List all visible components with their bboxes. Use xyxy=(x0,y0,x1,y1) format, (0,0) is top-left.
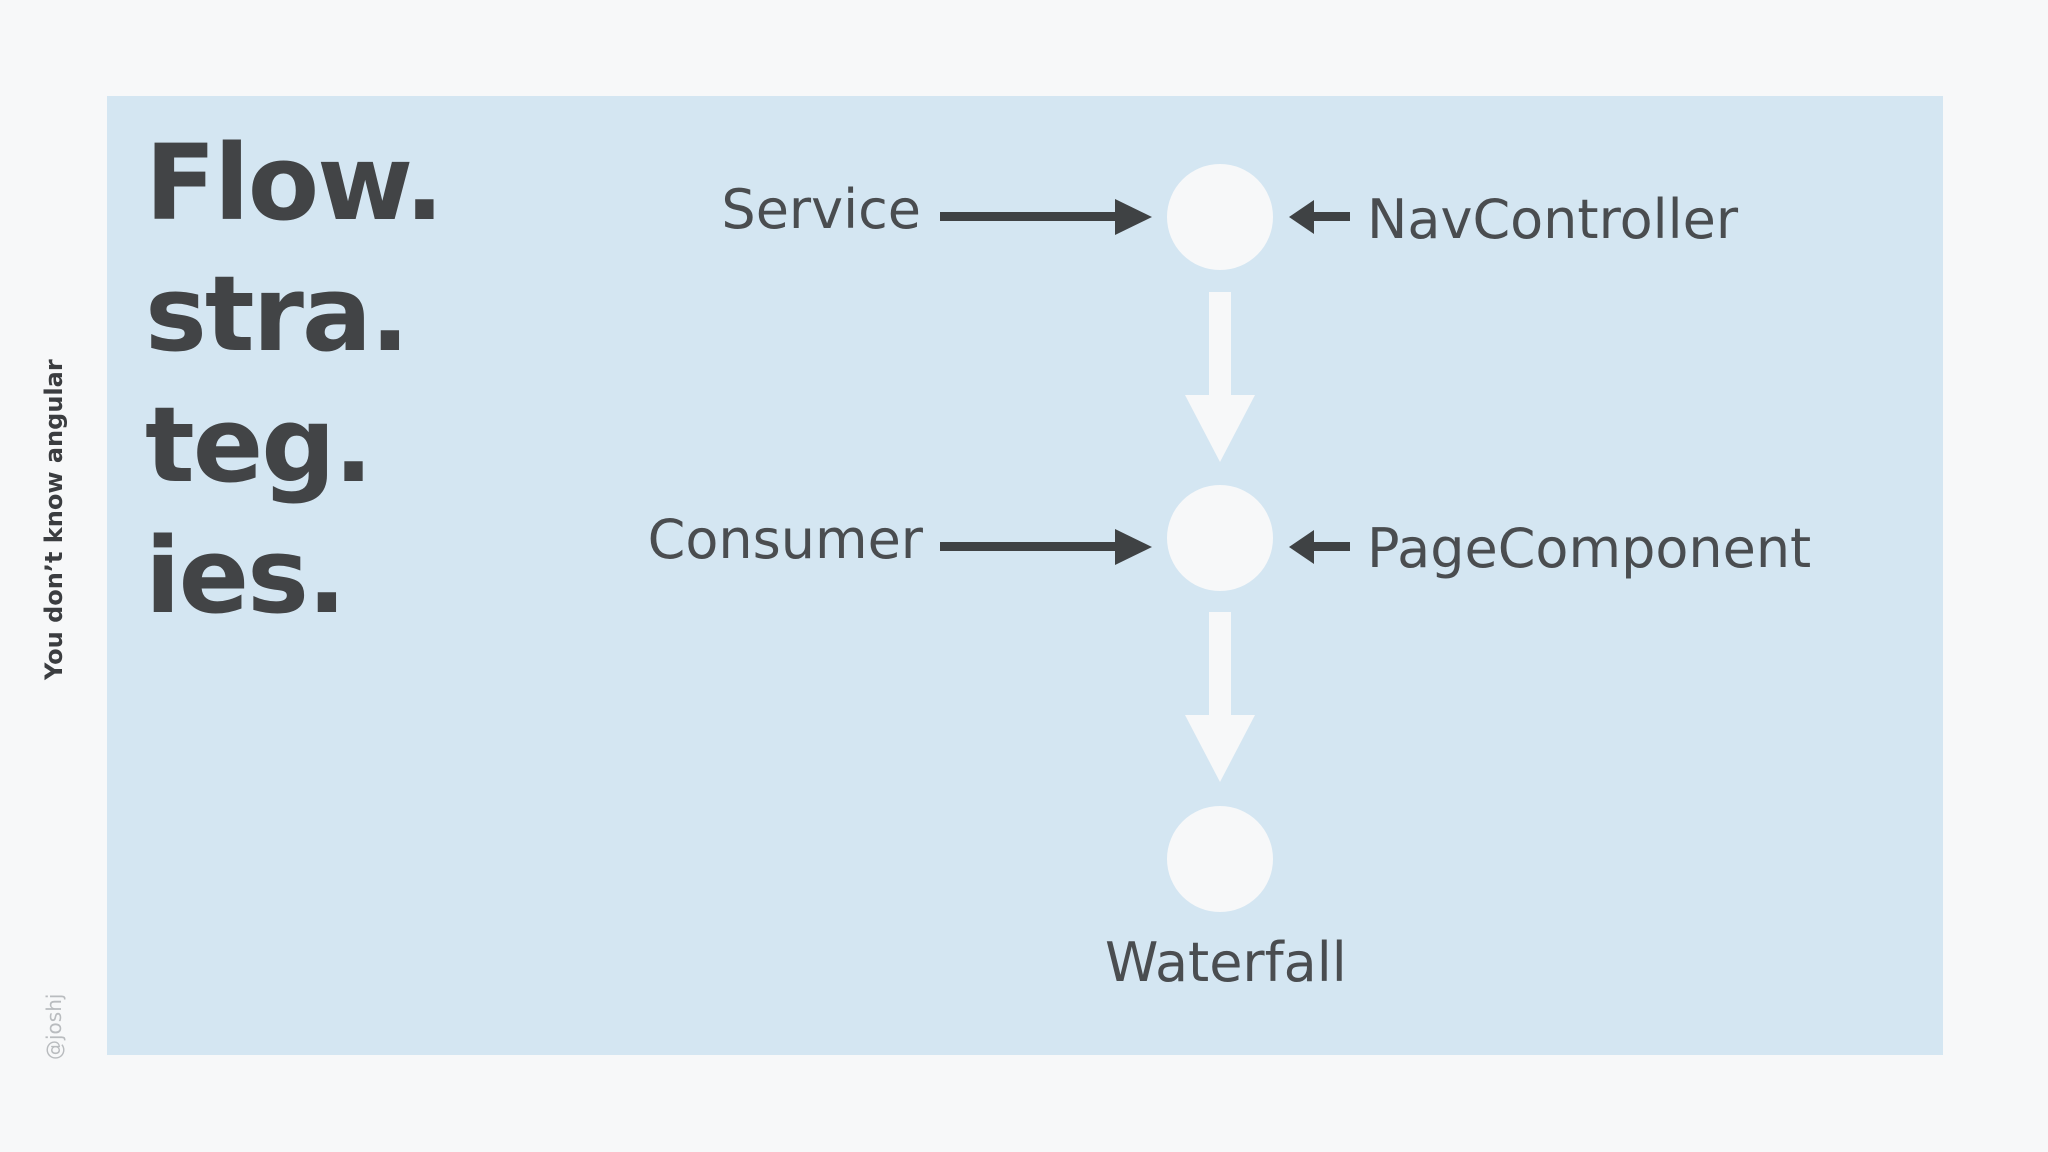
arrow-down-1 xyxy=(1185,292,1255,462)
title-line-2: stra. xyxy=(145,253,410,375)
label-service: Service xyxy=(721,178,921,241)
label-pagecomponent: PageComponent xyxy=(1367,517,1812,580)
title-line-3: teg. xyxy=(145,384,373,506)
slide-title: Flow. stra. teg. ies. xyxy=(145,118,444,642)
slide-panel xyxy=(107,96,1943,1055)
arrow-service-to-node xyxy=(940,199,1152,235)
label-waterfall: Waterfall xyxy=(1105,931,1347,994)
arrow-down-2 xyxy=(1185,612,1255,782)
title-line-1: Flow. xyxy=(145,122,444,244)
title-line-4: ies. xyxy=(145,515,347,637)
arrow-consumer-to-node xyxy=(940,529,1152,565)
node-bottom xyxy=(1167,806,1273,912)
arrow-pagecomponent-to-node xyxy=(1289,530,1350,564)
label-consumer: Consumer xyxy=(647,508,923,571)
label-navcontroller: NavController xyxy=(1367,188,1739,251)
node-middle xyxy=(1167,485,1273,591)
node-top xyxy=(1167,164,1273,270)
arrow-navcontroller-to-node xyxy=(1289,200,1350,234)
